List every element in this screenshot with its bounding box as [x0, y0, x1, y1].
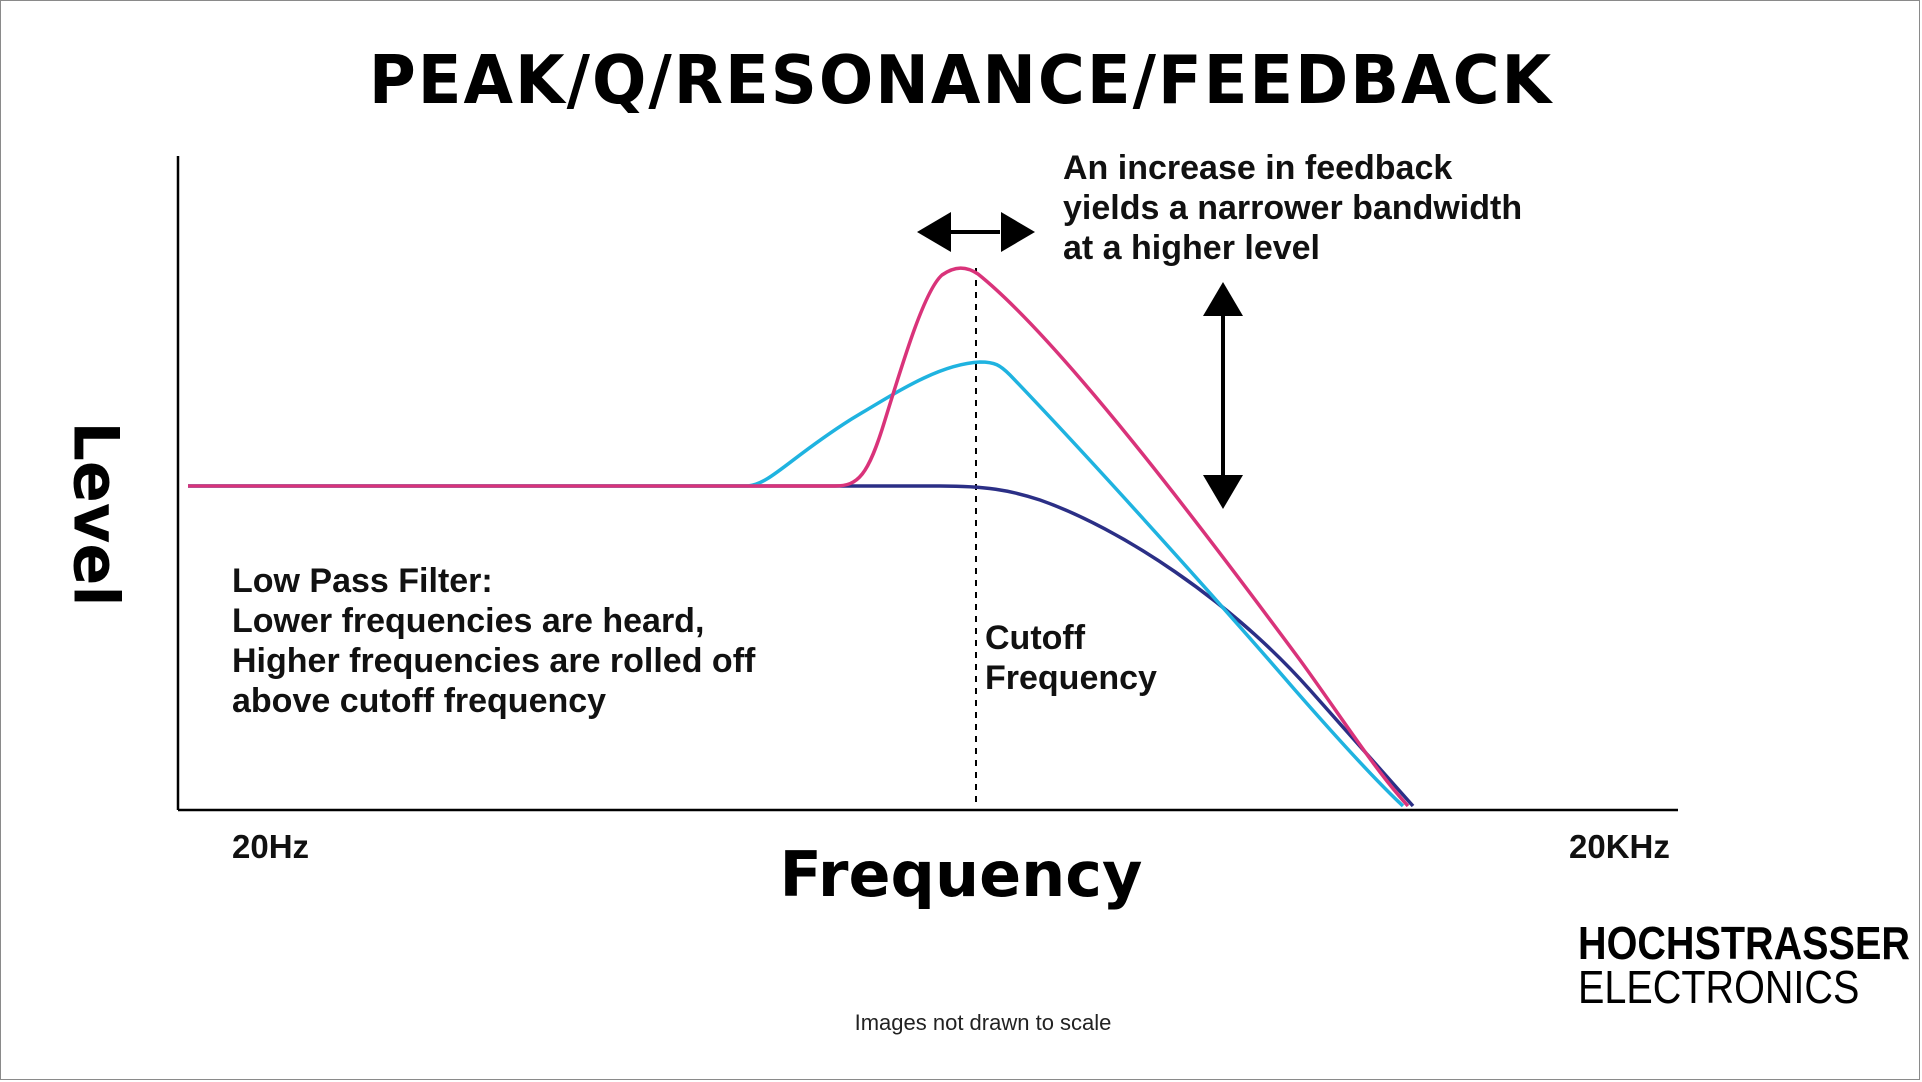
curve-high-resonance: [188, 266, 1410, 808]
curve-medium-resonance: [188, 360, 1405, 808]
company-logo: HOCHSTRASSER ELECTRONICS: [1578, 917, 1910, 1013]
feedback-note: An increase in feedback yields a narrowe…: [1063, 149, 1523, 267]
x-axis-max-label: 20KHz: [1569, 828, 1670, 865]
level-arrow-icon: [1203, 282, 1243, 509]
y-axis-title: Level: [59, 421, 133, 607]
footnote: Images not drawn to scale: [854, 1010, 1112, 1035]
x-axis-title: Frequency: [779, 838, 1143, 911]
x-axis-min-label: 20Hz: [232, 828, 310, 865]
diagram-title: PEAK/Q/RESONANCE/FEEDBACK: [368, 42, 1554, 120]
cutoff-frequency-label: Cutoff Frequency: [985, 619, 1157, 697]
bandwidth-arrow-icon: [917, 212, 1035, 252]
logo-line-2: ELECTRONICS: [1578, 961, 1860, 1013]
low-pass-filter-note: Low Pass Filter: Lower frequencies are h…: [232, 562, 756, 720]
logo-line-1: HOCHSTRASSER: [1578, 917, 1910, 969]
